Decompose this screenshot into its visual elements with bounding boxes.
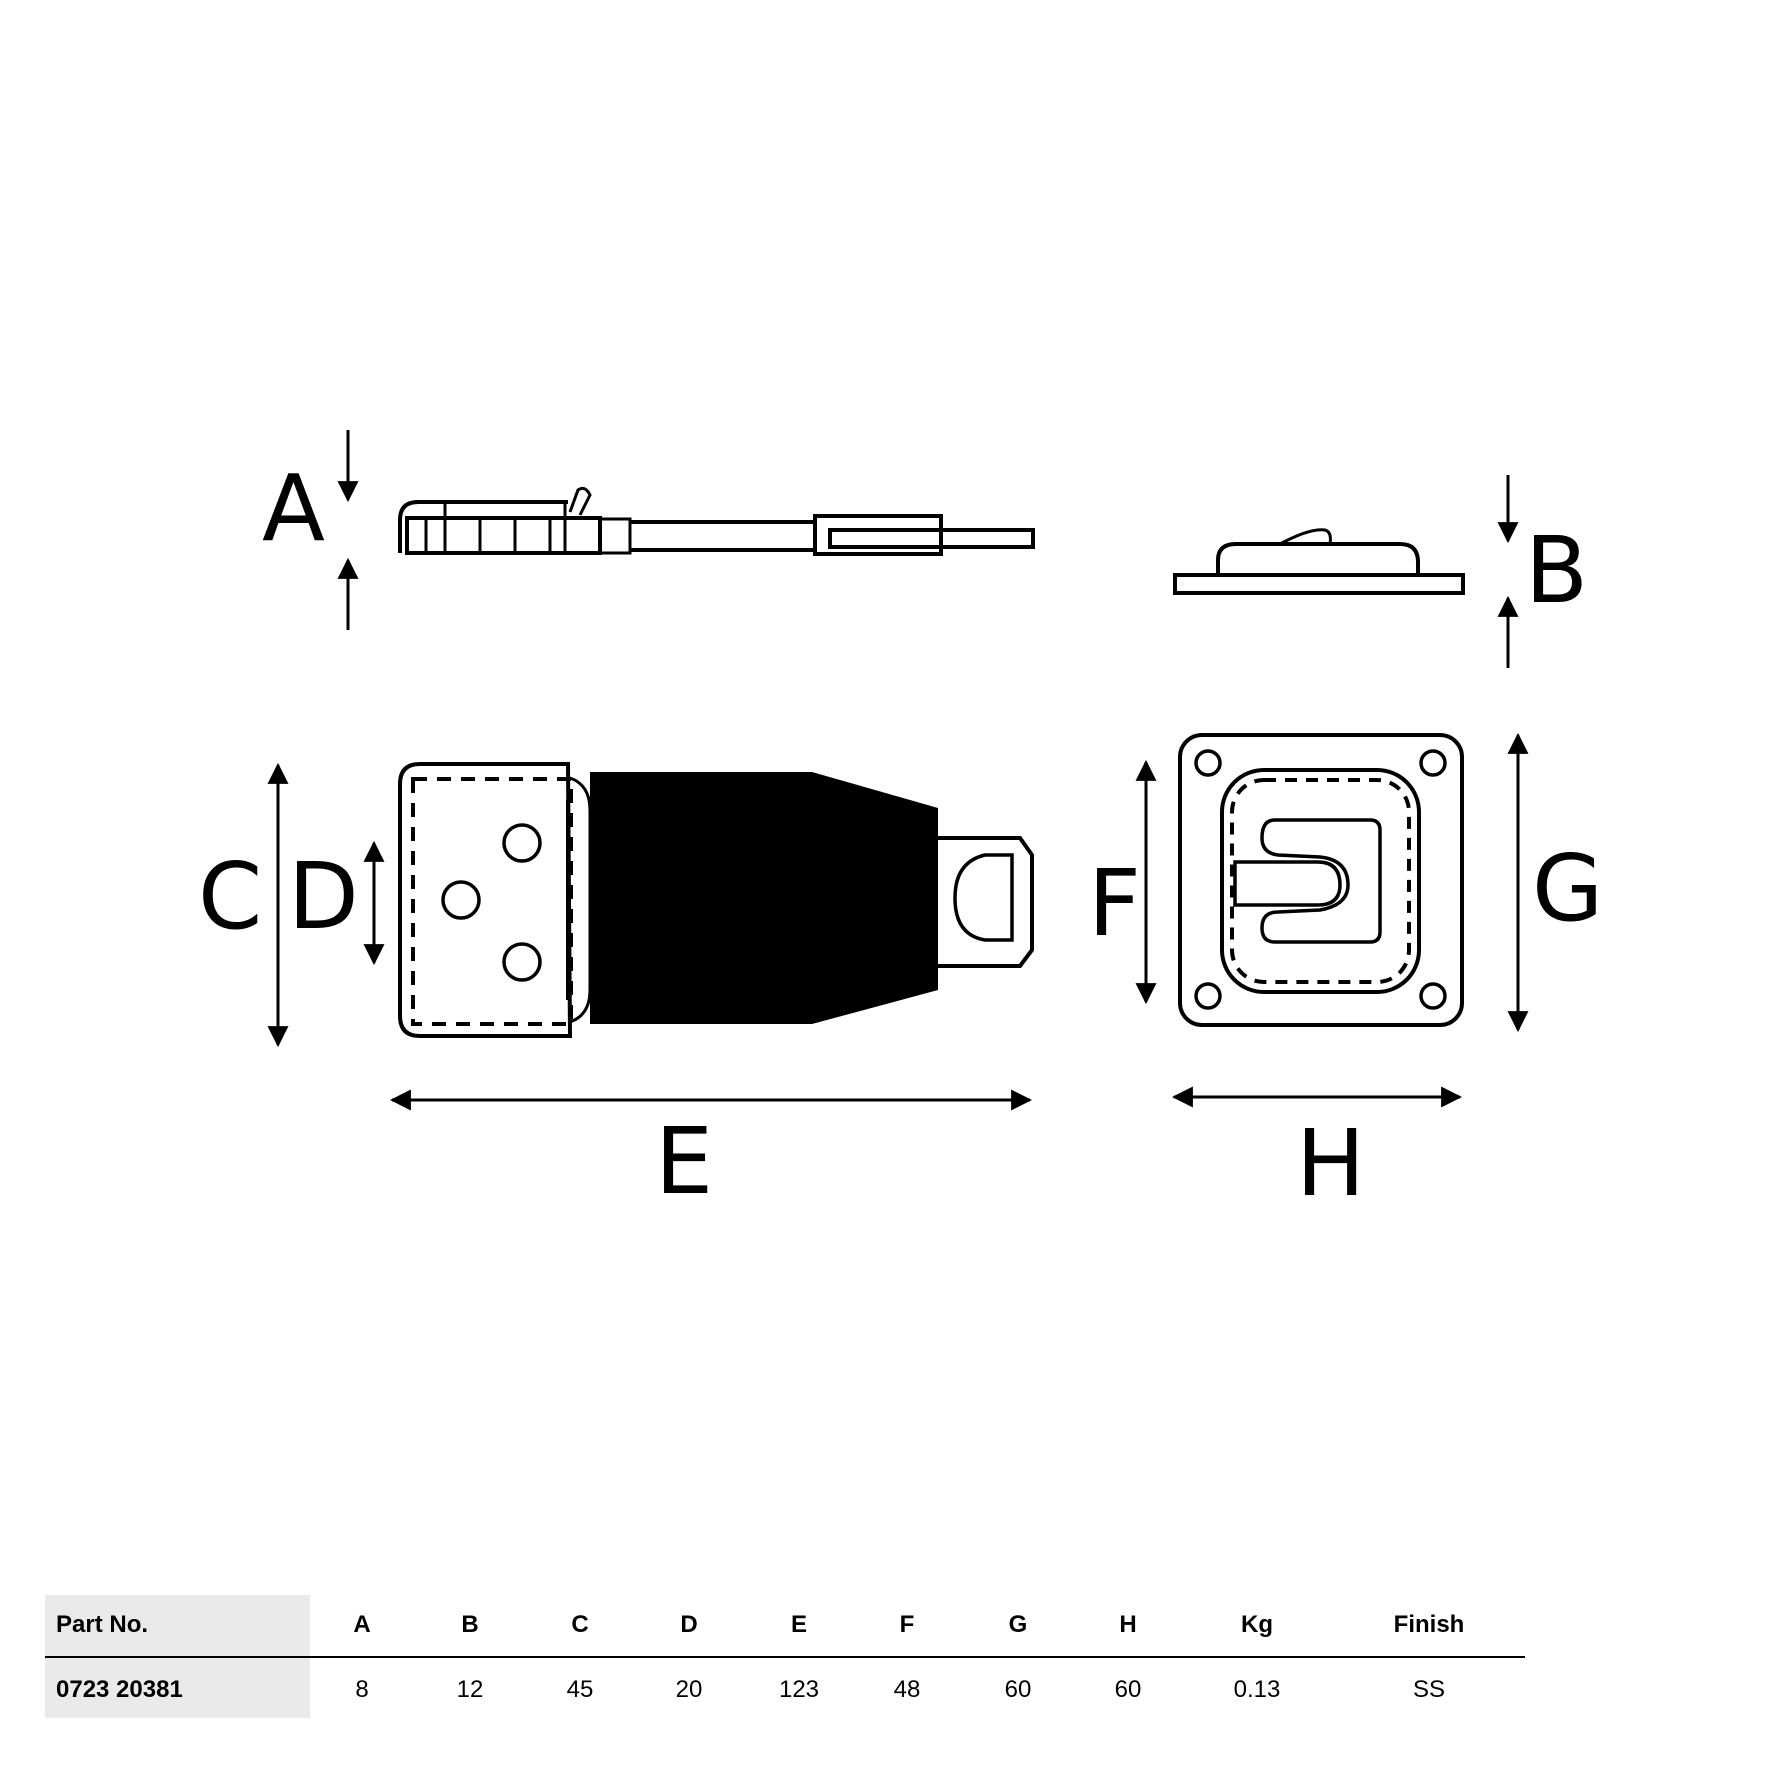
cell-g: 60 [1004,1676,1032,1703]
hasp-top-view [398,762,1034,1038]
header-finish: Finish [1393,1611,1465,1638]
header-e: E [790,1611,808,1638]
technical-drawing: A B C D E [198,430,1603,1217]
cell-a: 8 [355,1676,369,1703]
dim-label-f: F [1088,850,1141,957]
dim-label-d: D [288,843,359,950]
header-g: G [1008,1611,1028,1638]
screw-hole [502,942,542,982]
cell-b: 12 [456,1676,484,1703]
header-part-no: Part No. [56,1611,149,1638]
cell-h: 60 [1114,1676,1142,1703]
header-h: H [1119,1611,1137,1638]
screw-hole [502,823,542,863]
dim-label-g: G [1532,835,1603,942]
header-b: B [461,1611,479,1638]
hasp-side-view [398,486,1035,556]
mounting-hole [1194,749,1222,777]
header-c: C [571,1611,589,1638]
mounting-hole [1419,749,1447,777]
screw-hole [441,880,481,920]
cell-part-no: 0723 20381 [56,1676,183,1703]
dim-label-b: B [1525,517,1588,624]
cell-f: 48 [893,1676,921,1703]
dim-label-a: A [262,455,325,562]
header-f: F [899,1611,915,1638]
header-a: A [353,1611,371,1638]
mounting-hole [1419,982,1447,1010]
cell-kg: 0.13 [1233,1676,1281,1703]
cell-e: 123 [778,1676,820,1703]
dim-label-c: C [198,843,262,950]
dim-label-h: H [1296,1110,1365,1217]
header-separator [45,1656,1525,1658]
header-d: D [680,1611,698,1638]
cell-c: 45 [566,1676,594,1703]
staple-side-view [1173,528,1465,595]
cell-finish: SS [1412,1676,1446,1703]
cell-d: 20 [675,1676,703,1703]
dim-label-e: E [655,1108,713,1215]
header-kg: Kg [1241,1611,1273,1638]
mounting-hole [1194,982,1222,1010]
staple-plate-top-view [1178,733,1464,1027]
